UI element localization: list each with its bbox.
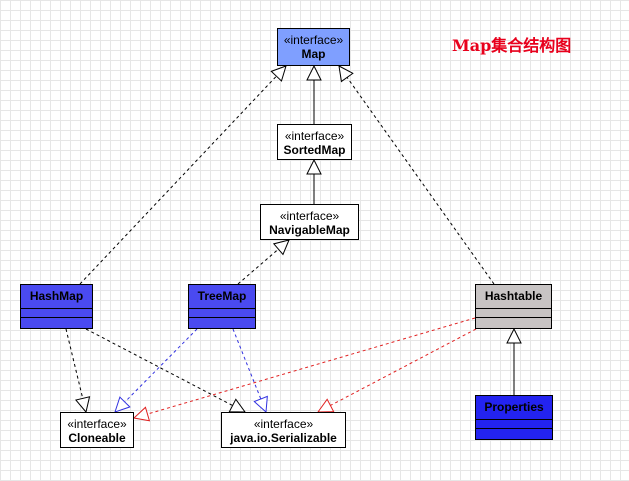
edge-line	[85, 328, 233, 406]
treemap-to-serializable-edge	[232, 328, 268, 414]
stereotype-label: «interface»	[283, 33, 344, 47]
hollow-arrowhead	[253, 395, 268, 414]
hashtable-to-serializable-edge	[317, 328, 477, 413]
node-name: SortedMap	[283, 143, 346, 157]
stereotype-label: «interface»	[67, 417, 127, 431]
hollow-arrowhead	[338, 65, 354, 83]
edge-line	[346, 77, 495, 285]
hashmap-class-node[interactable]: HashMap	[20, 284, 93, 329]
hollow-arrowhead	[228, 398, 246, 413]
stereotype-label: «interface»	[279, 209, 340, 223]
hashtable-class-node[interactable]: Hashtable	[475, 284, 552, 329]
diagram-title: Map集合结构图	[452, 36, 572, 55]
hashmap-to-serializable-edge	[85, 328, 246, 413]
operations-section	[476, 318, 551, 326]
treemap-to-navigablemap-edge	[237, 239, 290, 285]
navigablemap-to-sortedmap-edge	[306, 158, 322, 204]
operations-section	[476, 429, 552, 437]
navigablemap-interface-node[interactable]: «interface» NavigableMap	[260, 204, 359, 240]
edge-line	[65, 328, 84, 399]
node-name: Properties	[476, 396, 552, 420]
operations-section	[21, 318, 92, 326]
operations-section	[189, 318, 255, 326]
attributes-section	[21, 309, 92, 318]
attributes-section	[189, 309, 255, 318]
cloneable-interface-node[interactable]: «interface» Cloneable	[60, 412, 134, 448]
edge-line	[79, 75, 277, 285]
hashmap-to-map-edge	[79, 65, 287, 285]
attributes-section	[476, 420, 552, 429]
attributes-section	[476, 309, 551, 318]
hollow-arrowhead	[306, 158, 322, 175]
properties-to-hashtable-edge	[506, 327, 522, 395]
edge-line	[237, 248, 279, 285]
edge-line	[330, 328, 477, 406]
treemap-to-cloneable-edge	[114, 328, 198, 413]
node-name: Hashtable	[476, 285, 551, 309]
stereotype-label: «interface»	[253, 417, 314, 431]
hollow-arrowhead	[506, 327, 522, 344]
hollow-arrowhead	[306, 64, 322, 81]
node-name: TreeMap	[189, 285, 255, 309]
node-name: HashMap	[21, 285, 92, 309]
hollow-arrowhead	[132, 406, 151, 422]
map-interface-node[interactable]: «interface» Map	[277, 28, 350, 66]
hashtable-to-map-edge	[338, 65, 495, 285]
hollow-arrowhead	[75, 396, 91, 414]
sortedmap-to-map-edge	[306, 64, 322, 124]
hollow-arrowhead	[270, 65, 287, 82]
edge-line	[147, 317, 476, 415]
node-name: Map	[301, 47, 326, 61]
properties-class-node[interactable]: Properties	[475, 395, 553, 440]
node-name: NavigableMap	[269, 223, 350, 237]
hollow-arrowhead	[272, 239, 290, 256]
stereotype-label: «interface»	[284, 129, 345, 143]
hashmap-to-cloneable-edge	[65, 328, 91, 414]
edge-line	[124, 328, 198, 403]
node-name: java.io.Serializable	[230, 431, 337, 445]
treemap-class-node[interactable]: TreeMap	[188, 284, 256, 329]
node-name: Cloneable	[68, 431, 126, 445]
hollow-arrowhead	[317, 398, 335, 413]
hollow-arrowhead	[114, 396, 131, 413]
edge-line	[232, 328, 262, 400]
serializable-interface-node[interactable]: «interface» java.io.Serializable	[221, 412, 346, 448]
sortedmap-interface-node[interactable]: «interface» SortedMap	[277, 124, 352, 160]
hashtable-to-cloneable-edge	[132, 317, 476, 422]
